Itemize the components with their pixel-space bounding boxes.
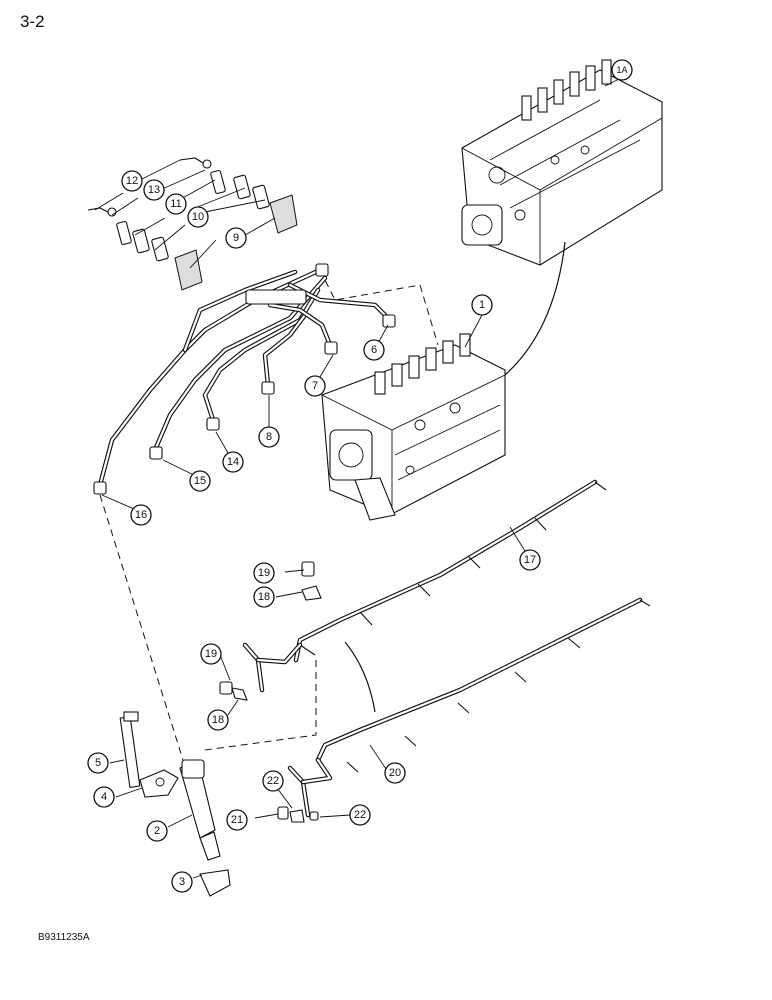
callout-15: 15 (189, 470, 211, 492)
callout-12-label: 12 (126, 175, 138, 187)
dashed-line-injector (99, 494, 184, 761)
callout-22-upper: 22 (262, 770, 284, 792)
callout-9-label: 9 (233, 232, 239, 244)
callout-20: 20 (384, 762, 406, 784)
callout-2-label: 2 (154, 825, 160, 837)
callout-4: 4 (93, 786, 115, 808)
callout-15-label: 15 (194, 475, 206, 487)
fuel-line-bundle (93, 263, 396, 495)
pump-link-arc (504, 241, 566, 376)
callout-3: 3 (171, 871, 193, 893)
banjo-hardware (219, 561, 322, 823)
callout-8-label: 8 (266, 431, 272, 443)
callout-1-label: 1 (479, 299, 485, 311)
callout-17: 17 (519, 549, 541, 571)
callout-22-upper-label: 22 (267, 775, 279, 787)
callout-18-upper-label: 18 (258, 591, 270, 603)
callout-20-label: 20 (389, 767, 401, 779)
callout-11-label: 11 (170, 198, 181, 210)
dashed-line-leakoff (204, 660, 317, 751)
callout-2: 2 (146, 820, 168, 842)
callout-18-lower: 18 (207, 709, 229, 731)
injection-pump-1a (461, 59, 663, 266)
callout-21: 21 (226, 809, 248, 831)
callout-22-lower: 22 (349, 804, 371, 826)
callout-1a-label: 1A (616, 65, 627, 75)
callout-7-label: 7 (312, 380, 318, 392)
callout-1: 1 (471, 294, 493, 316)
callout-9: 9 (225, 227, 247, 249)
callout-21-label: 21 (231, 814, 243, 826)
callout-13: 13 (143, 179, 165, 201)
callout-1a: 1A (611, 59, 633, 81)
callout-13-label: 13 (148, 184, 160, 196)
page-number: 3-2 (20, 12, 45, 31)
callout-14-label: 14 (227, 456, 239, 468)
callout-8: 8 (258, 426, 280, 448)
leakoff-line-20 (287, 597, 651, 818)
callout-5: 5 (87, 752, 109, 774)
clamp-hardware (87, 157, 298, 291)
callout-7: 7 (304, 375, 326, 397)
callout-22-lower-label: 22 (354, 809, 366, 821)
callout-10-label: 10 (192, 211, 204, 223)
callout-19-lower: 19 (200, 643, 222, 665)
dashed-line-pump (319, 269, 439, 346)
callout-19-upper-label: 19 (258, 567, 270, 579)
callout-3-label: 3 (179, 876, 185, 888)
callout-19-lower-label: 19 (205, 648, 217, 660)
callout-16-label: 16 (135, 509, 147, 521)
injection-pump-1 (321, 333, 506, 521)
callout-5-label: 5 (95, 757, 101, 769)
callout-11: 11 (165, 193, 187, 215)
lines-arc (344, 641, 376, 713)
leakoff-line-17 (242, 479, 607, 693)
callout-16: 16 (130, 504, 152, 526)
callout-18-lower-label: 18 (212, 714, 224, 726)
callout-6: 6 (363, 339, 385, 361)
callout-6-label: 6 (371, 344, 377, 356)
figure-code: B9311235A (38, 932, 90, 943)
injector-assembly (119, 711, 231, 897)
callout-4-label: 4 (101, 791, 107, 803)
callout-18-upper: 18 (253, 586, 275, 608)
callout-12: 12 (121, 170, 143, 192)
callout-17-label: 17 (524, 554, 536, 566)
callout-14: 14 (222, 451, 244, 473)
callout-19-upper: 19 (253, 562, 275, 584)
callout-10: 10 (187, 206, 209, 228)
